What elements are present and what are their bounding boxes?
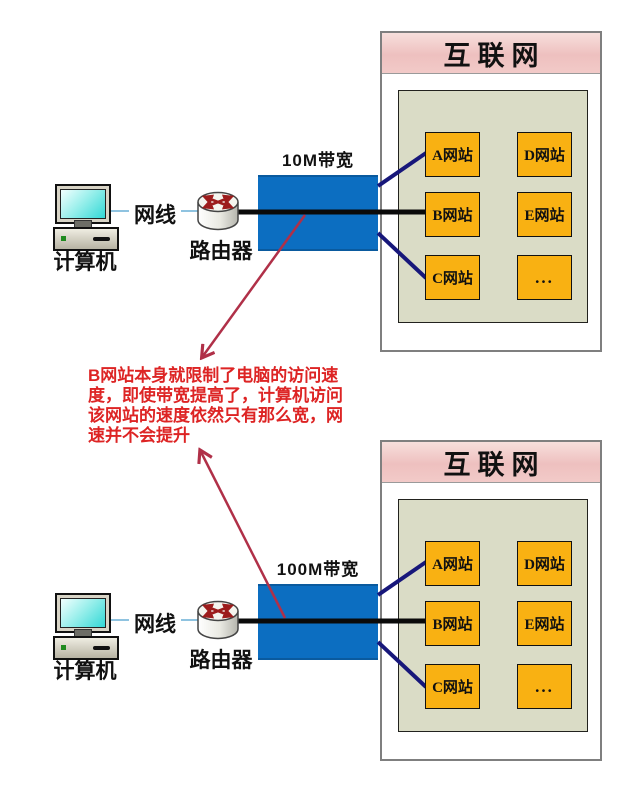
- crossed-arrows-icon: [201, 194, 235, 210]
- bandwidth-label: 100M带宽: [276, 560, 360, 579]
- annotation-line: 度，即使带宽提高了，计算机访问: [88, 386, 343, 405]
- monitor-icon: [55, 593, 111, 633]
- site-box-e: E网站: [517, 192, 572, 237]
- computer-label: 计算机: [53, 659, 117, 683]
- site-box-d: D网站: [517, 541, 572, 586]
- computer-case-icon: [53, 636, 119, 660]
- bandwidth-label: 10M带宽: [281, 151, 355, 170]
- internet-title: 互联网: [443, 449, 546, 480]
- monitor-icon: [55, 184, 111, 224]
- site-box-a: A网站: [425, 541, 480, 586]
- computer-icon: [53, 184, 119, 251]
- diagram-10m: 计算机 网线: [0, 0, 640, 380]
- drive-slot-icon: [93, 646, 110, 650]
- site-box-b: B网站: [425, 601, 480, 646]
- router-icon: [195, 188, 241, 234]
- bandwidth-box: [258, 175, 378, 251]
- computer-icon: [53, 593, 119, 660]
- site-box-a: A网站: [425, 132, 480, 177]
- site-box-c: C网站: [425, 255, 480, 300]
- cable-label: 网线: [129, 608, 181, 638]
- site-box-c: C网站: [425, 664, 480, 709]
- site-box-e: E网站: [517, 601, 572, 646]
- screen-icon: [60, 598, 106, 628]
- router-icon: [195, 597, 241, 643]
- power-led-icon: [61, 236, 66, 241]
- computer-label: 计算机: [53, 250, 117, 274]
- site-box-more: ...: [517, 255, 572, 300]
- diagram-100m: 计算机 网线: [0, 409, 640, 785]
- site-box-d: D网站: [517, 132, 572, 177]
- internet-header: 互联网: [382, 442, 600, 483]
- annotation-text: B网站本身就限制了电脑的访问速 度，即使带宽提高了，计算机访问 该网站的速度依然…: [88, 366, 368, 446]
- site-box-b: B网站: [425, 192, 480, 237]
- drive-slot-icon: [93, 237, 110, 241]
- annotation-line: B网站本身就限制了电脑的访问速: [88, 366, 339, 385]
- power-led-icon: [61, 645, 66, 650]
- computer-case-icon: [53, 227, 119, 251]
- router-label: 路由器: [189, 648, 253, 672]
- bandwidth-box: [258, 584, 378, 660]
- router-label: 路由器: [189, 239, 253, 263]
- internet-title: 互联网: [443, 40, 546, 71]
- internet-header: 互联网: [382, 33, 600, 74]
- annotation-line: 该网站的速度依然只有那么宽，网: [88, 406, 343, 425]
- site-box-more: ...: [517, 664, 572, 709]
- annotation-line: 速并不会提升: [88, 426, 190, 445]
- screen-icon: [60, 189, 106, 219]
- cable-label: 网线: [129, 199, 181, 229]
